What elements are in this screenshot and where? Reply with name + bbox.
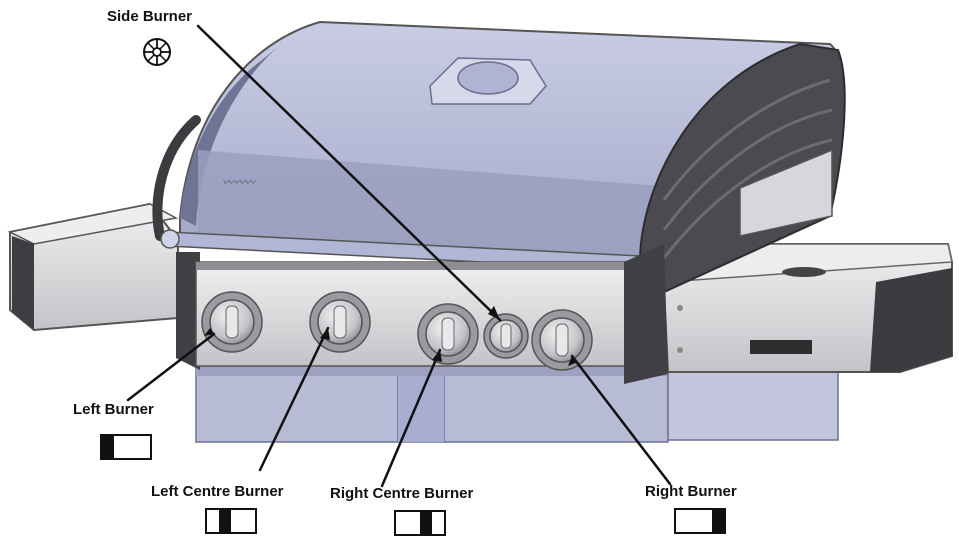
- leader-right-centre-burner: [380, 348, 442, 488]
- knob-right-centre[interactable]: [417, 303, 479, 365]
- grill-lid: 〰〰〰: [152, 20, 846, 294]
- leader-lines: [126, 24, 672, 488]
- leader-right-burner: [570, 354, 672, 486]
- leader-side-burner: [196, 24, 502, 322]
- indicator-left-burner: [100, 434, 152, 460]
- indicator-left-burner-fill: [102, 436, 114, 458]
- indicator-right-centre-burner: [394, 510, 446, 536]
- indicator-right-burner: [674, 508, 726, 534]
- label-right-burner: Right Burner: [645, 483, 737, 500]
- label-side-burner: Side Burner: [107, 8, 193, 25]
- indicator-left-centre-burner: [205, 508, 257, 534]
- indicator-right-burner-fill: [712, 510, 724, 532]
- left-side-shelf: [7, 202, 179, 332]
- knob-left-centre[interactable]: [309, 291, 371, 353]
- brand-logo: 〰〰〰: [222, 177, 257, 189]
- leader-left-burner: [126, 332, 216, 402]
- knob-side-burner[interactable]: [483, 313, 529, 359]
- indicator-left-centre-burner-fill: [219, 510, 231, 532]
- label-right-centre-burner: Right Centre Burner: [330, 485, 474, 502]
- label-left-burner: Left Burner: [73, 401, 154, 418]
- leader-arrowheads: [204, 306, 578, 366]
- label-left-centre-burner: Left Centre Burner: [151, 483, 284, 500]
- leader-left-centre-burner: [258, 326, 330, 472]
- knob-right[interactable]: [531, 309, 593, 371]
- side-burner-icon: [143, 38, 171, 66]
- knob-left[interactable]: [201, 291, 263, 353]
- indicator-right-centre-burner-fill: [420, 512, 432, 534]
